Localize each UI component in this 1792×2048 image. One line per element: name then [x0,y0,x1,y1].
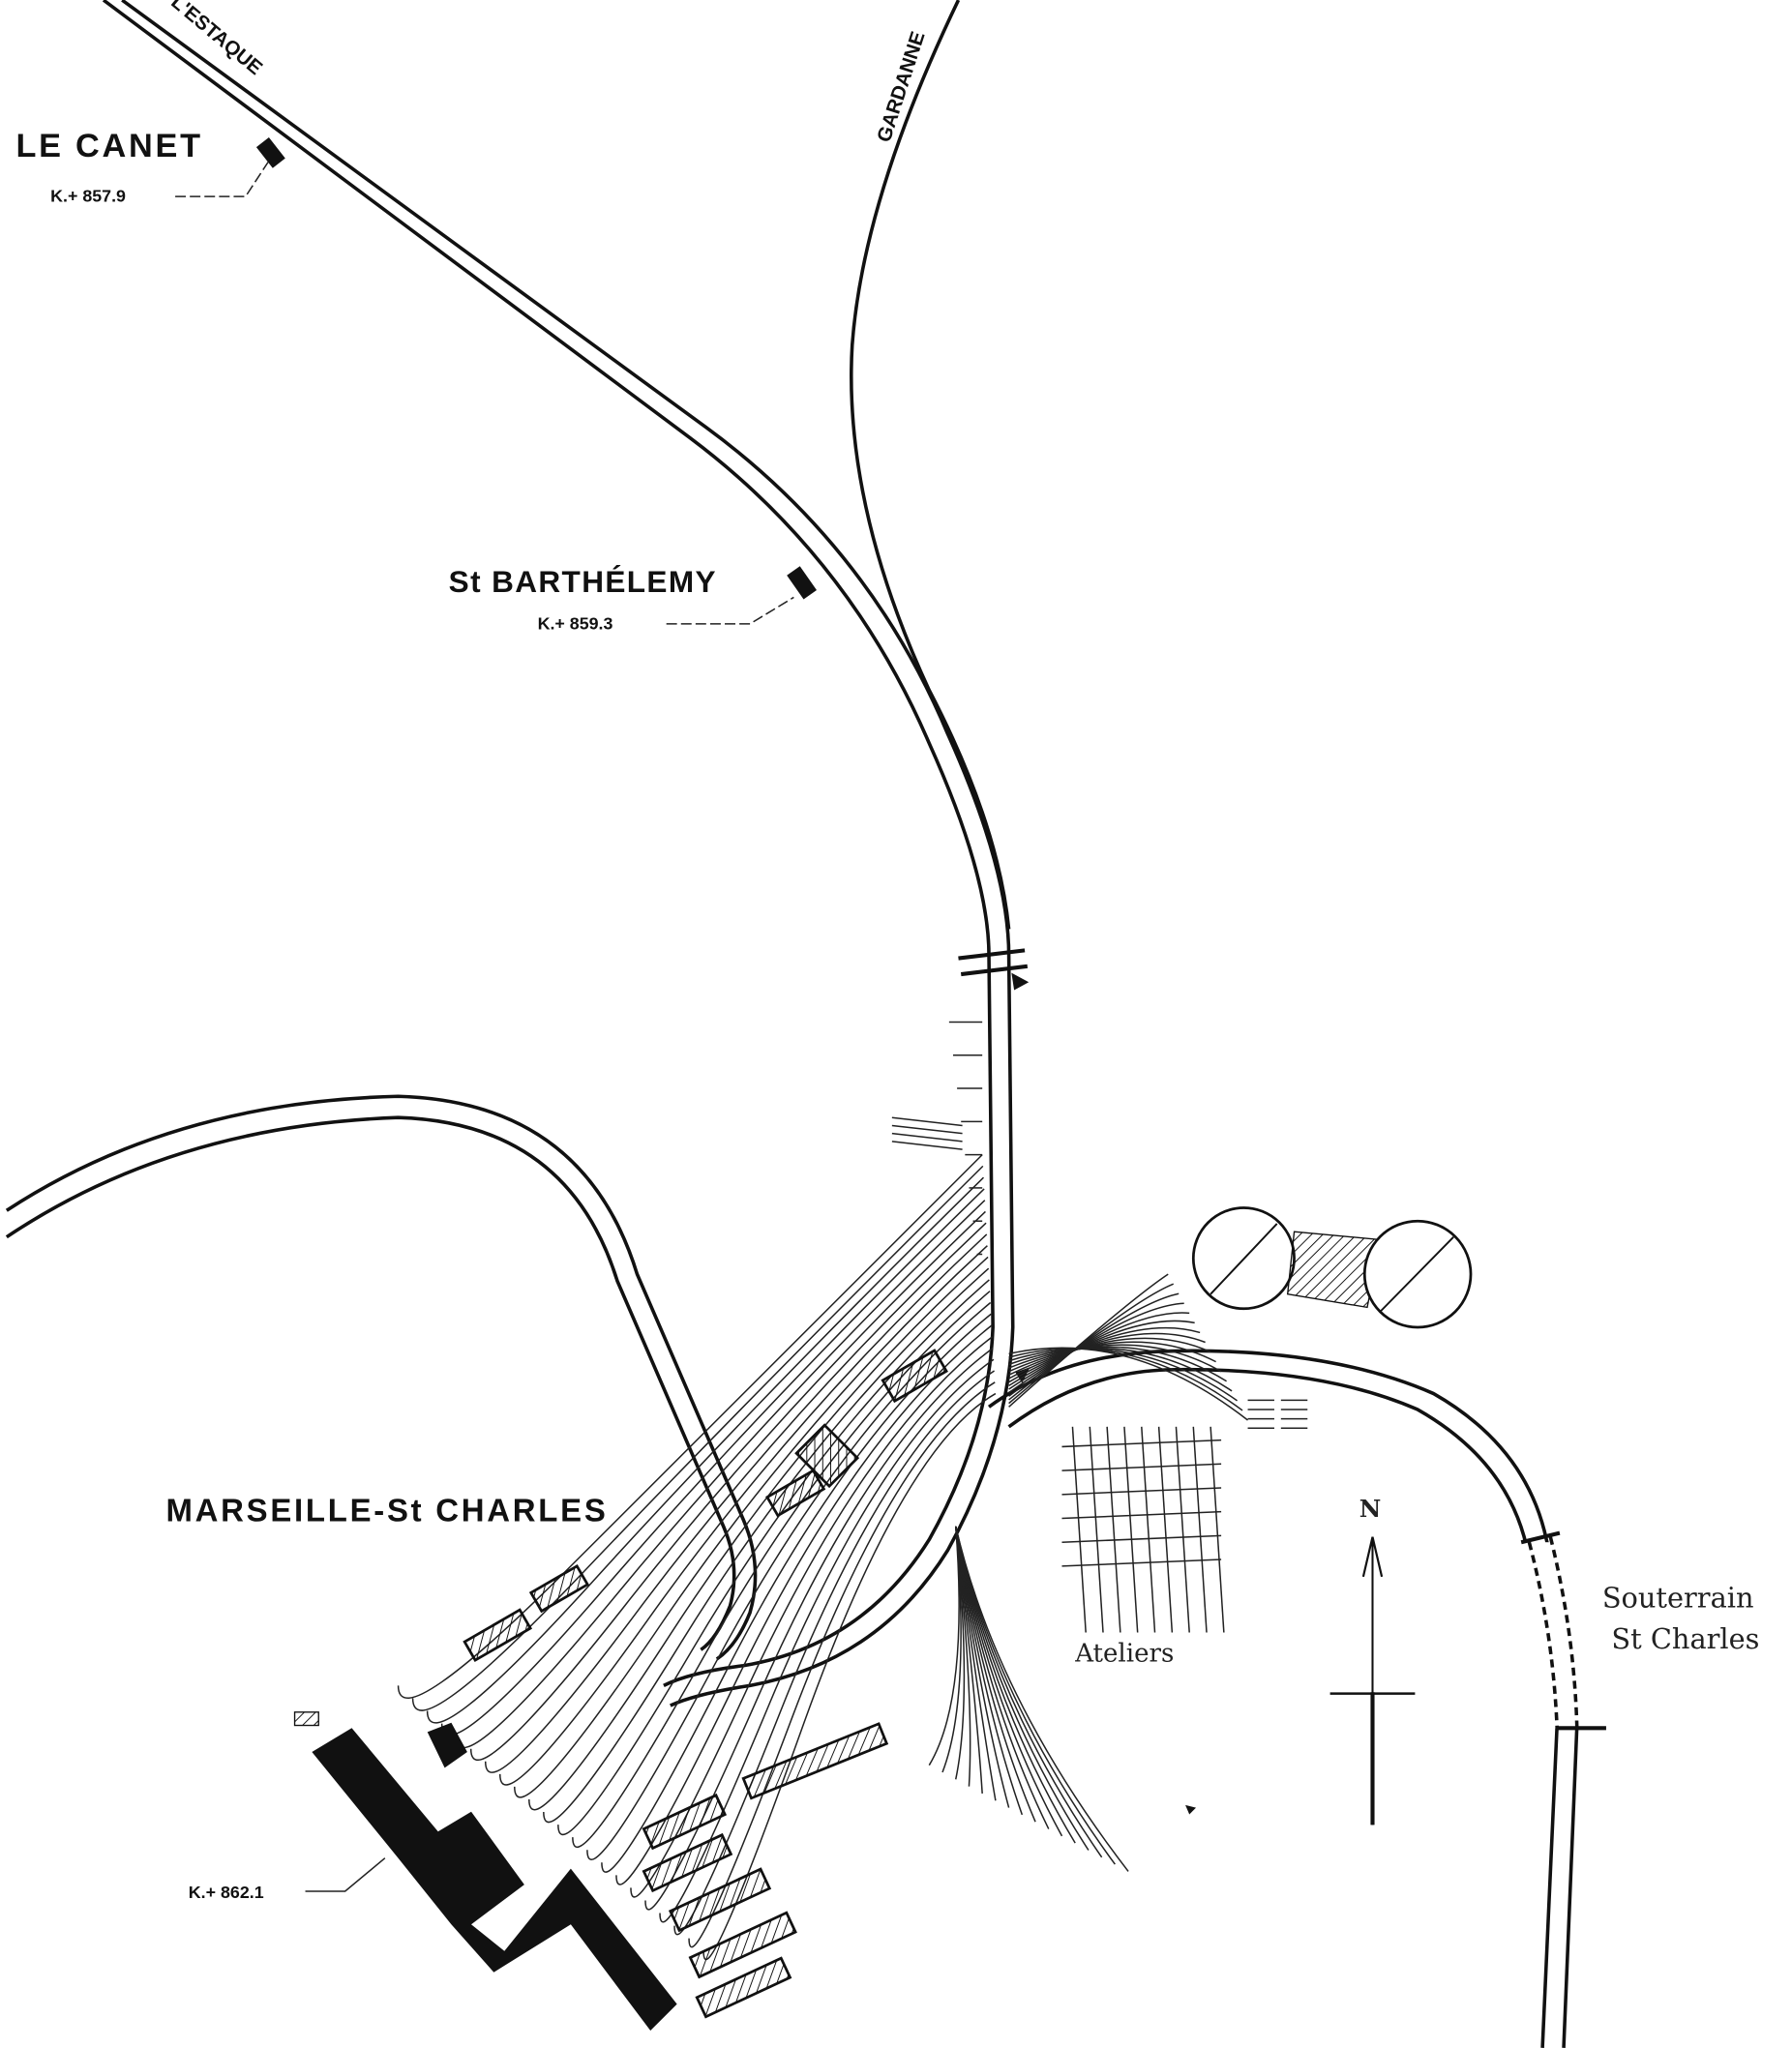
st-barthelemy-marker [787,566,817,600]
small-building [427,1722,467,1768]
workshop-siding [1089,1426,1104,1633]
yard-track [1008,1341,1216,1377]
yard-track [1008,1347,1249,1421]
workshop-siding [1192,1426,1208,1633]
main-line-estaque [102,0,1015,1707]
workshop-siding [1061,1558,1222,1567]
station-track [644,1347,994,1911]
workshop-siding [1061,1534,1222,1543]
hatched-platform [881,1349,948,1404]
station-track [426,1176,985,1724]
station-track [469,1210,986,1761]
gasometers [1191,1206,1473,1329]
sidings [891,1021,1308,1633]
east-line [987,1349,1579,2048]
yard-track [954,1526,1090,1851]
station-name-marseille-st-charles: MARSEILLE-St CHARLES [165,1492,608,1528]
station-buildings [293,1711,677,2032]
ink-mark [1185,1804,1197,1815]
station-track [528,1256,989,1811]
hatched-platform [528,1564,590,1614]
workshop-siding [1061,1463,1222,1471]
station-track [455,1200,986,1749]
hatched-platform [642,1832,733,1893]
siding-stub [891,1132,963,1143]
station-track [397,1154,983,1700]
yard-track [1008,1332,1206,1383]
workshop-siding [1106,1426,1121,1633]
loop-line [5,1094,758,1661]
station-track-fan [397,1154,1249,1961]
station-track [514,1245,988,1798]
station-km-st-barthelemy: K.+ 859.3 [538,613,613,633]
main-building [312,1728,677,2032]
hatched-platform [794,1423,860,1489]
hatched-platform [765,1469,826,1518]
workshop-siding [1141,1426,1156,1633]
north-arrow-icon: N [1329,1495,1416,1825]
workshop-siding [1071,1426,1087,1633]
yard-track [1008,1326,1201,1386]
yard-track [1008,1337,1211,1380]
tunnel-mask [1512,1542,1594,1729]
yard-track [1008,1348,1243,1411]
station-track [440,1188,985,1736]
station-km-le-canet: K.+ 857.9 [50,187,126,206]
gardanne-line [850,0,1011,930]
hatched-platform [688,1911,797,1979]
hatched-platforms [463,1349,948,2019]
tunnel-dashed [1520,1530,1606,1731]
workshop-siding [1061,1439,1222,1448]
hatched-platform [695,1956,792,2019]
station-name-le-canet: LE CANET [15,128,202,164]
station-track [557,1279,990,1836]
station-track [484,1222,987,1773]
siding-stub [891,1124,963,1135]
yard-track [1008,1344,1222,1373]
hatched-platform [642,1793,728,1851]
station-track [601,1313,992,1873]
signal-marker [1011,972,1030,991]
workshop-siding [1061,1510,1222,1520]
yard-track [1008,1348,1239,1402]
hatched-platform [741,1722,889,1800]
tunnel-label-line1: Souterrain [1602,1581,1754,1614]
workshop-siding [1123,1426,1139,1633]
station-track [543,1267,990,1824]
yard-track [1008,1283,1175,1405]
yard-track [1008,1302,1184,1397]
le-canet-marker [255,137,285,168]
north-label: N [1359,1495,1382,1523]
hatched-platform [668,1867,772,1933]
station-km-marseille: K.+ 862.1 [189,1883,264,1902]
station-track [688,1381,996,1948]
siding-stub [891,1116,963,1127]
workshop-siding [1061,1487,1222,1496]
workshop-siding [1175,1426,1190,1633]
yard-track [1008,1320,1195,1390]
yard-track [1008,1312,1190,1394]
yard-track [1008,1347,1233,1392]
workshop-siding [1157,1426,1174,1633]
yard-track [1008,1346,1227,1382]
workshop-siding [1210,1426,1225,1633]
station-track [498,1233,988,1786]
station-track [630,1336,994,1898]
yard-track [954,1526,1116,1865]
hatched-platform [463,1608,533,1662]
ateliers-label: Ateliers [1074,1640,1174,1669]
bridge [958,948,1029,977]
tunnel-label-line2: St Charles [1611,1622,1759,1655]
station-track [615,1324,993,1885]
siding-stub [891,1141,963,1150]
station-name-st-barthelemy: St BARTHÉLEMY [449,564,717,599]
yard-track [1008,1273,1169,1408]
yard-track [954,1526,1129,1872]
station-track [411,1165,984,1711]
yard-track [1008,1292,1180,1401]
